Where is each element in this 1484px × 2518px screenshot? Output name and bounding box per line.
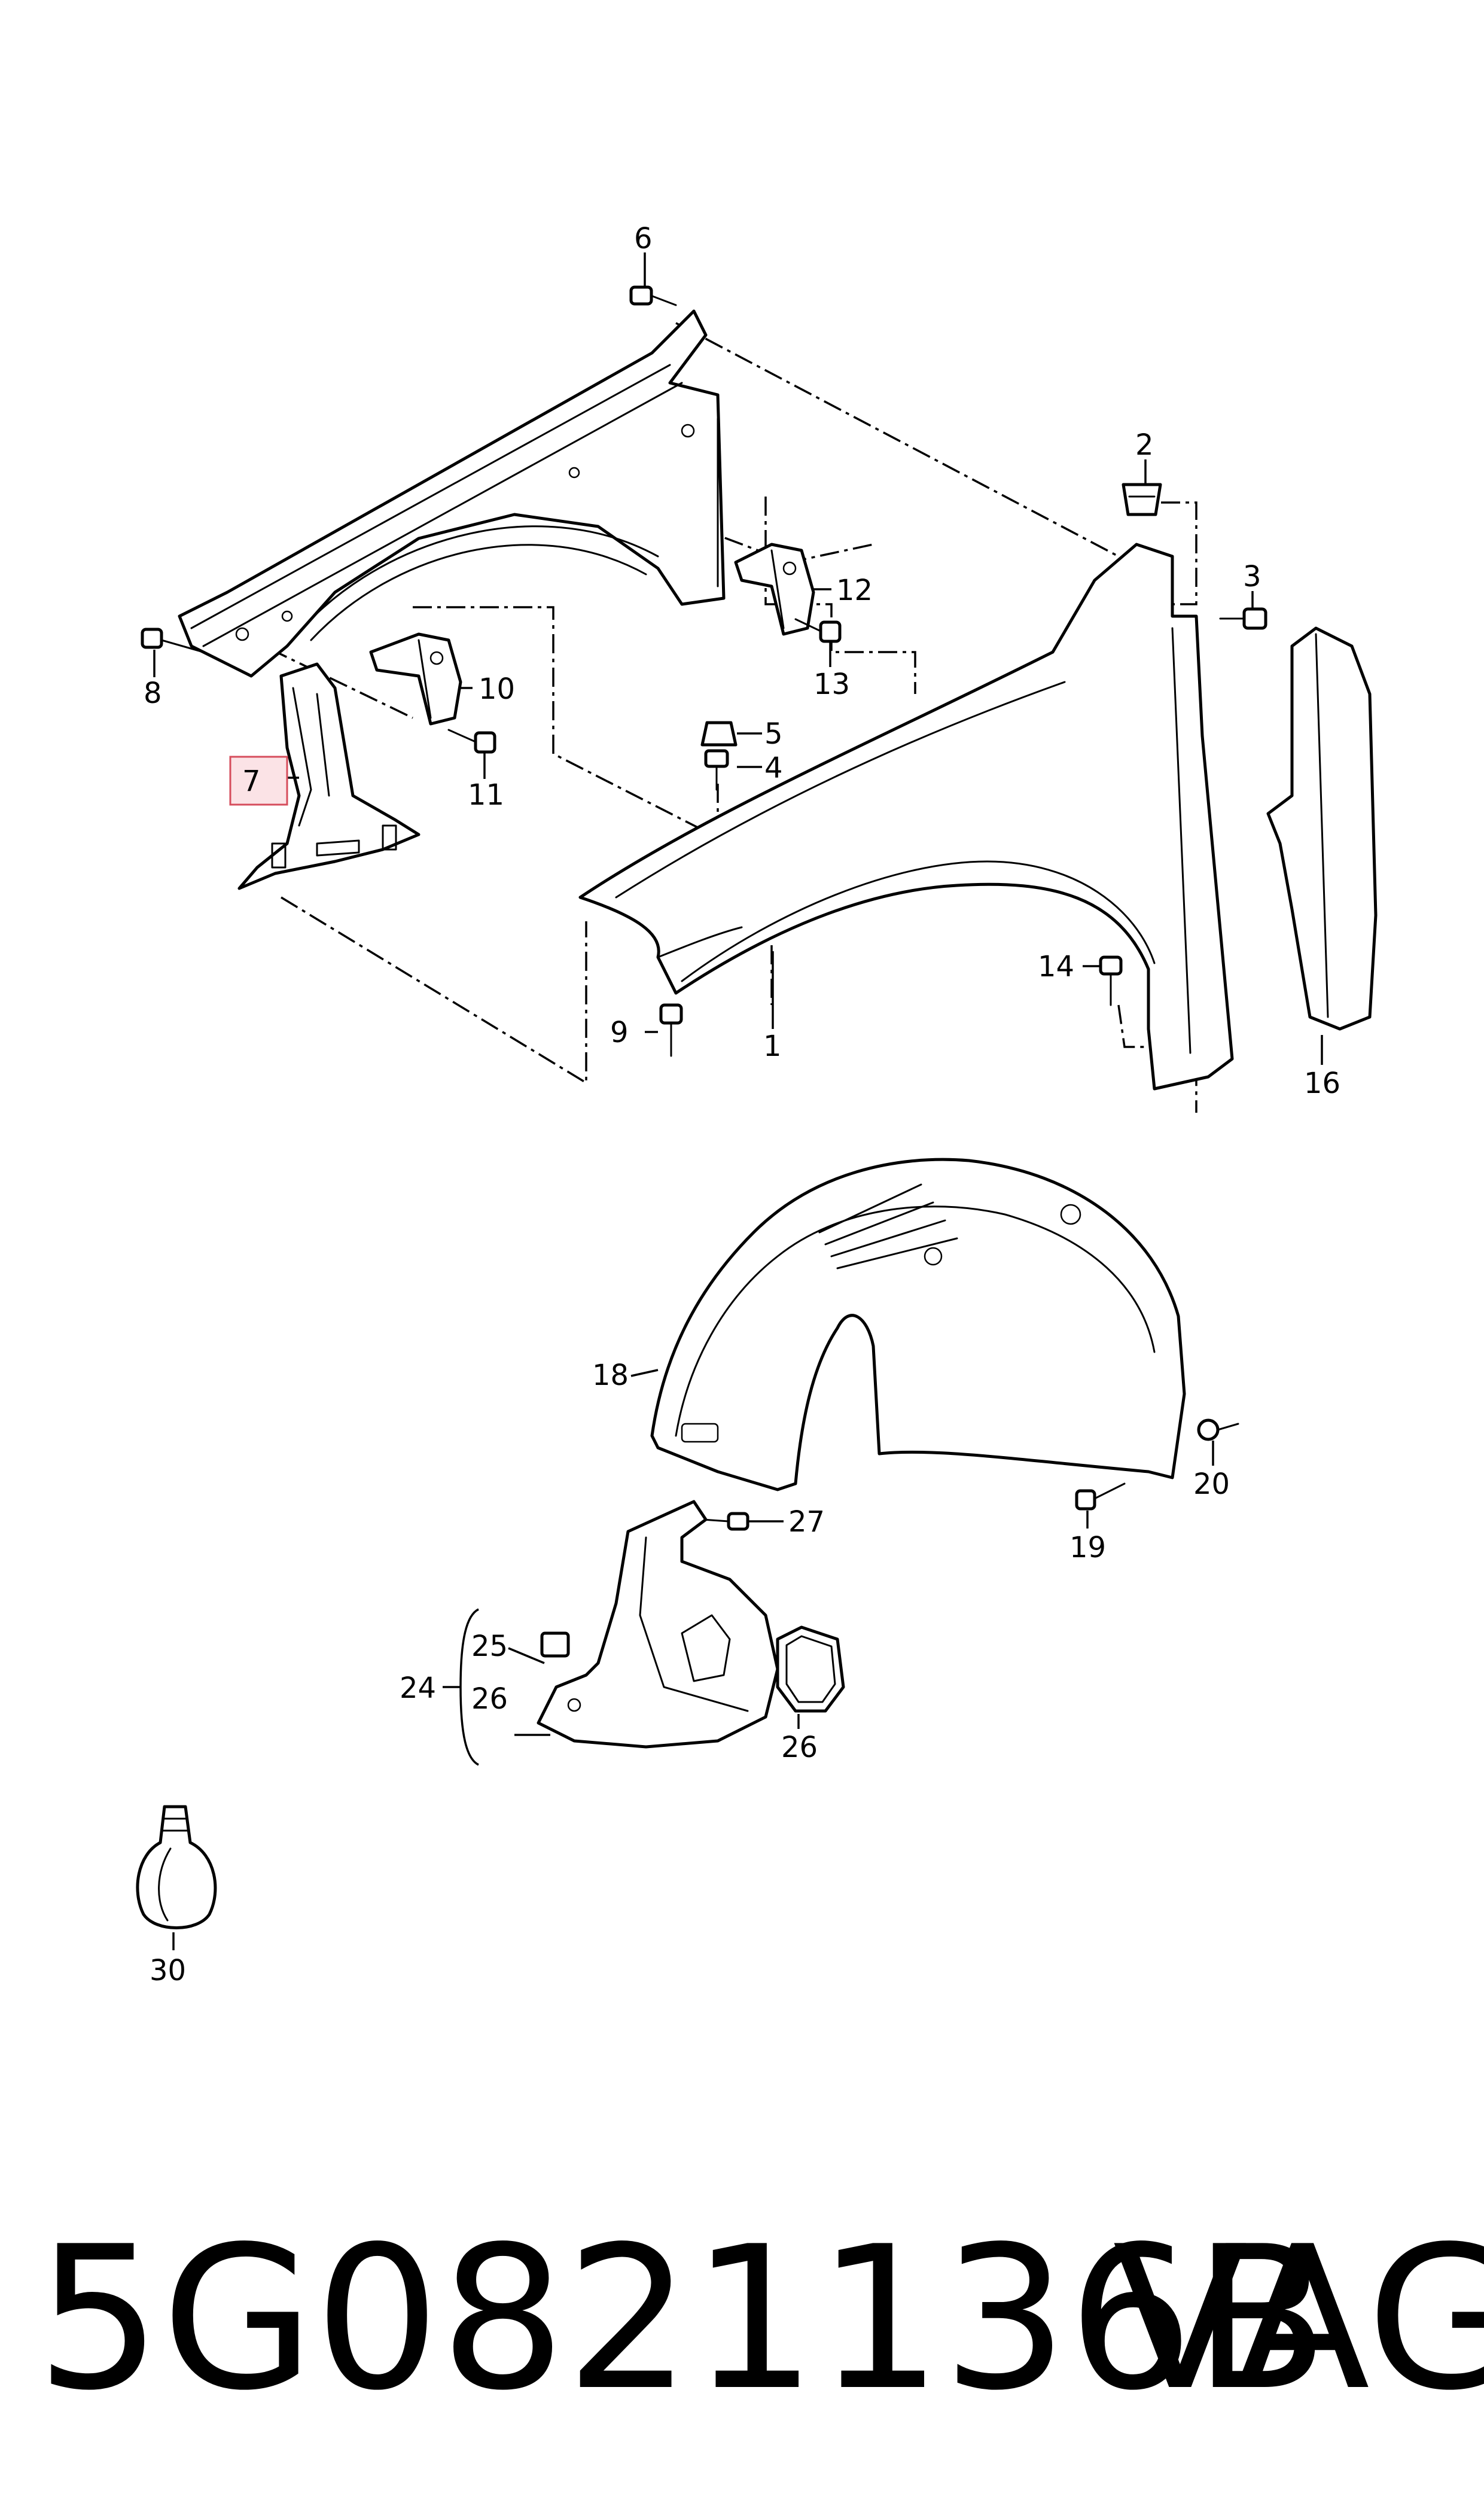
part-11-bolt <box>447 729 496 754</box>
callout-11: 11 <box>468 778 504 812</box>
part-2-nut <box>1122 483 1162 516</box>
callout-19: 19 <box>1069 1531 1106 1564</box>
callout-2: 2 <box>1135 428 1154 462</box>
callout-26-right: 26 <box>781 1731 818 1764</box>
callout-1: 1 <box>763 1030 782 1063</box>
callout-20: 20 <box>1193 1467 1230 1501</box>
callout-labels: 6 2 3 12 8 10 13 5 4 7 11 14 9 1 16 18 2… <box>144 222 1340 1987</box>
callout-13: 13 <box>813 668 850 701</box>
callout-16: 16 <box>1304 1067 1340 1100</box>
brand-name: VAG <box>1113 2204 1484 2434</box>
callout-14: 14 <box>1038 950 1074 984</box>
part-26-cover <box>776 1625 845 1713</box>
callout-9: 9 <box>610 1016 629 1049</box>
part-19-screw <box>1075 1482 1126 1511</box>
callout-25: 25 <box>471 1630 508 1663</box>
callout-leaders <box>153 252 1323 1950</box>
part-9-bolt <box>659 1003 683 1057</box>
callout-7-highlight <box>229 756 288 806</box>
callout-18: 18 <box>592 1359 629 1392</box>
part-27-screw <box>702 1512 749 1531</box>
callout-24: 24 <box>400 1671 436 1705</box>
callout-6: 6 <box>634 222 653 255</box>
part-10-bracket <box>369 632 462 726</box>
part-5-nut <box>700 721 738 747</box>
part-24-lower-liner <box>537 1500 779 1749</box>
callout-12: 12 <box>836 574 873 607</box>
callout-3: 3 <box>1243 560 1261 593</box>
callout-27: 27 <box>788 1505 825 1539</box>
callout-4: 4 <box>764 751 783 785</box>
callout-10: 10 <box>479 672 515 706</box>
callout-26-left: 26 <box>471 1682 508 1716</box>
callout-7: 7 <box>242 765 261 798</box>
part-30-cap <box>136 1805 217 1929</box>
part-6-bolt <box>629 285 677 306</box>
part-3-bolt <box>1219 607 1267 630</box>
part-25-clip <box>540 1631 570 1658</box>
part-14-bolt <box>1099 955 1123 1006</box>
part-13-bolt <box>794 618 842 643</box>
part-7-bracket <box>237 662 420 890</box>
callout-30: 30 <box>150 1954 186 1987</box>
callout-5: 5 <box>764 717 783 751</box>
part-4-bolt <box>704 749 729 791</box>
front-body-panel <box>178 309 726 678</box>
part-number: 5G0821136B <box>36 2204 1329 2434</box>
part-8-bolt <box>141 628 205 653</box>
part-16-trim <box>1266 626 1378 1031</box>
part-12-bracket <box>734 543 815 636</box>
part-20-clip <box>1197 1418 1239 1441</box>
part-1-fender <box>578 543 1234 1091</box>
fasteners <box>141 285 1267 1658</box>
callout-8: 8 <box>144 677 162 710</box>
part-18-wheelarch-liner <box>650 1158 1186 1491</box>
